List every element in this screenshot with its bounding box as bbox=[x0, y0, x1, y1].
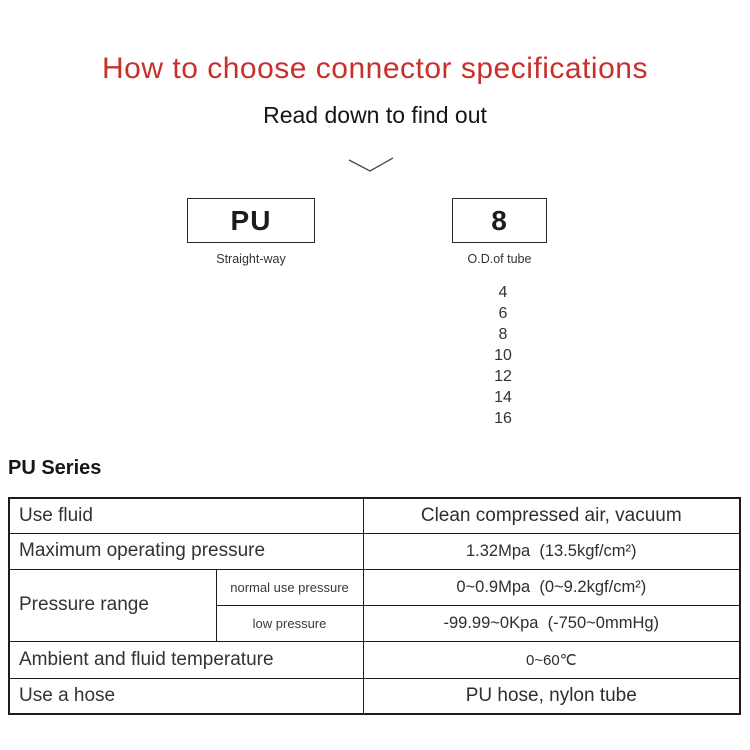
table-row: Maximum operating pressure 1.32Mpa (13.5… bbox=[8, 532, 741, 570]
low-pressure-value: -99.99~0Kpa (-750~0mmHg) bbox=[362, 604, 741, 642]
table-row: Use fluid Clean compressed air, vacuum bbox=[8, 497, 741, 534]
temperature-label: Ambient and fluid temperature bbox=[8, 640, 364, 679]
tube-size-option: 8 bbox=[498, 326, 508, 343]
series-code-box: PU bbox=[187, 198, 315, 243]
normal-pressure-value: 0~0.9Mpa (0~9.2kgf/cm²) bbox=[362, 568, 741, 606]
page-subtitle: Read down to find out bbox=[263, 102, 487, 128]
tube-size-option: 6 bbox=[498, 305, 508, 322]
hose-value: PU hose, nylon tube bbox=[362, 677, 741, 715]
use-fluid-value: Clean compressed air, vacuum bbox=[362, 497, 741, 534]
chevron-down-icon bbox=[348, 157, 394, 172]
spec-table: Use fluid Clean compressed air, vacuum M… bbox=[8, 497, 742, 715]
table-row: Pressure range normal use pressure 0~0.9… bbox=[8, 568, 741, 642]
normal-pressure-label: normal use pressure bbox=[215, 568, 364, 606]
use-fluid-label: Use fluid bbox=[8, 497, 364, 534]
max-pressure-value: 1.32Mpa (13.5kgf/cm²) bbox=[362, 532, 741, 570]
pressure-range-label: Pressure range bbox=[8, 568, 217, 642]
tube-size-option: 4 bbox=[498, 284, 508, 301]
tube-size-box: 8 bbox=[452, 198, 547, 243]
series-heading: PU Series bbox=[8, 457, 102, 479]
page-title: How to choose connector specifications bbox=[102, 52, 648, 85]
size-caption: O.D.of tube bbox=[467, 252, 532, 266]
tube-size-option: 12 bbox=[494, 368, 512, 385]
hose-label: Use a hose bbox=[8, 677, 364, 715]
table-row: low pressure -99.99~0Kpa (-750~0mmHg) bbox=[9, 604, 741, 642]
max-pressure-label: Maximum operating pressure bbox=[8, 532, 364, 570]
table-row: Use a hose PU hose, nylon tube bbox=[8, 677, 741, 715]
low-pressure-label: low pressure bbox=[215, 604, 364, 642]
tube-size-option: 14 bbox=[494, 389, 512, 406]
temperature-value: 0~60℃ bbox=[362, 640, 741, 679]
table-row: Ambient and fluid temperature 0~60℃ bbox=[8, 640, 741, 679]
series-caption: Straight-way bbox=[216, 252, 286, 266]
tube-size-option: 16 bbox=[494, 410, 512, 427]
tube-size-list: 4 6 8 10 12 14 16 bbox=[443, 282, 563, 429]
tube-size-option: 10 bbox=[494, 347, 512, 364]
